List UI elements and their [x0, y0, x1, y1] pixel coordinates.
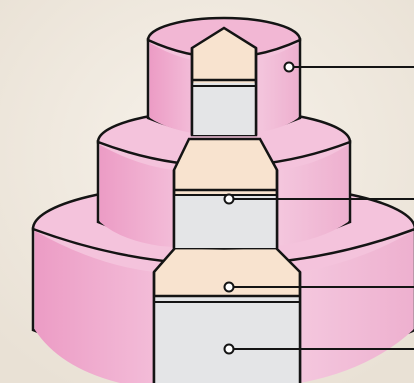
top-tier: [148, 18, 300, 135]
